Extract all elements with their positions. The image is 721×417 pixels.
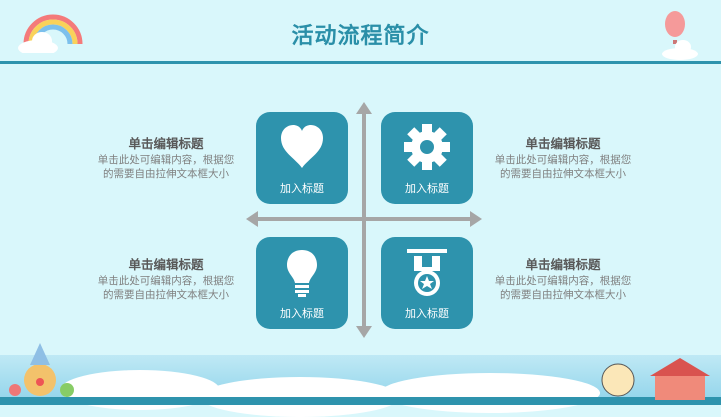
quadrant-arrows	[246, 102, 482, 338]
text-heading: 单击编辑标题	[525, 257, 601, 272]
text-line: 的需要自由拉伸文本框大小	[103, 289, 229, 301]
text-heading: 单击编辑标题	[128, 257, 204, 272]
clown-toy-icon	[9, 343, 74, 397]
text-line: 单击此处可编辑内容，根据您	[494, 275, 632, 287]
box-gear[interactable]: 加入标题	[381, 112, 473, 204]
rainbow-icon	[18, 14, 83, 53]
box-heart[interactable]: 加入标题	[256, 112, 348, 204]
kid-house-icon	[601, 358, 710, 400]
title-divider	[0, 61, 721, 64]
text-heading: 单击编辑标题	[128, 136, 204, 151]
text-line: 的需要自由拉伸文本框大小	[103, 168, 229, 180]
box-label: 加入标题	[405, 307, 449, 320]
text-block-top-left[interactable]: 单击编辑标题单击此处可编辑内容，根据您的需要自由拉伸文本框大小	[96, 137, 236, 181]
text-line: 单击此处可编辑内容，根据您	[97, 154, 235, 166]
box-label: 加入标题	[280, 182, 324, 195]
text-line: 单击此处可编辑内容，根据您	[97, 275, 235, 287]
text-block-bottom-left[interactable]: 单击编辑标题单击此处可编辑内容，根据您的需要自由拉伸文本框大小	[96, 258, 236, 302]
text-line: 的需要自由拉伸文本框大小	[500, 289, 626, 301]
lightbulb-icon	[287, 250, 317, 297]
box-label: 加入标题	[405, 182, 449, 195]
bottom-clouds	[0, 355, 721, 417]
gear-icon	[404, 124, 450, 170]
box-lightbulb[interactable]: 加入标题	[256, 237, 348, 329]
box-medal[interactable]: 加入标题	[381, 237, 473, 329]
page-title: 活动流程简介	[291, 24, 430, 49]
text-heading: 单击编辑标题	[525, 136, 601, 151]
balloon-icon	[662, 11, 698, 60]
heart-icon	[281, 125, 323, 168]
text-line: 单击此处可编辑内容，根据您	[494, 154, 632, 166]
text-block-bottom-right[interactable]: 单击编辑标题单击此处可编辑内容，根据您的需要自由拉伸文本框大小	[493, 258, 633, 302]
medal-icon	[407, 249, 447, 296]
text-block-top-right[interactable]: 单击编辑标题单击此处可编辑内容，根据您的需要自由拉伸文本框大小	[493, 137, 633, 181]
text-line: 的需要自由拉伸文本框大小	[500, 168, 626, 180]
box-label: 加入标题	[280, 307, 324, 320]
